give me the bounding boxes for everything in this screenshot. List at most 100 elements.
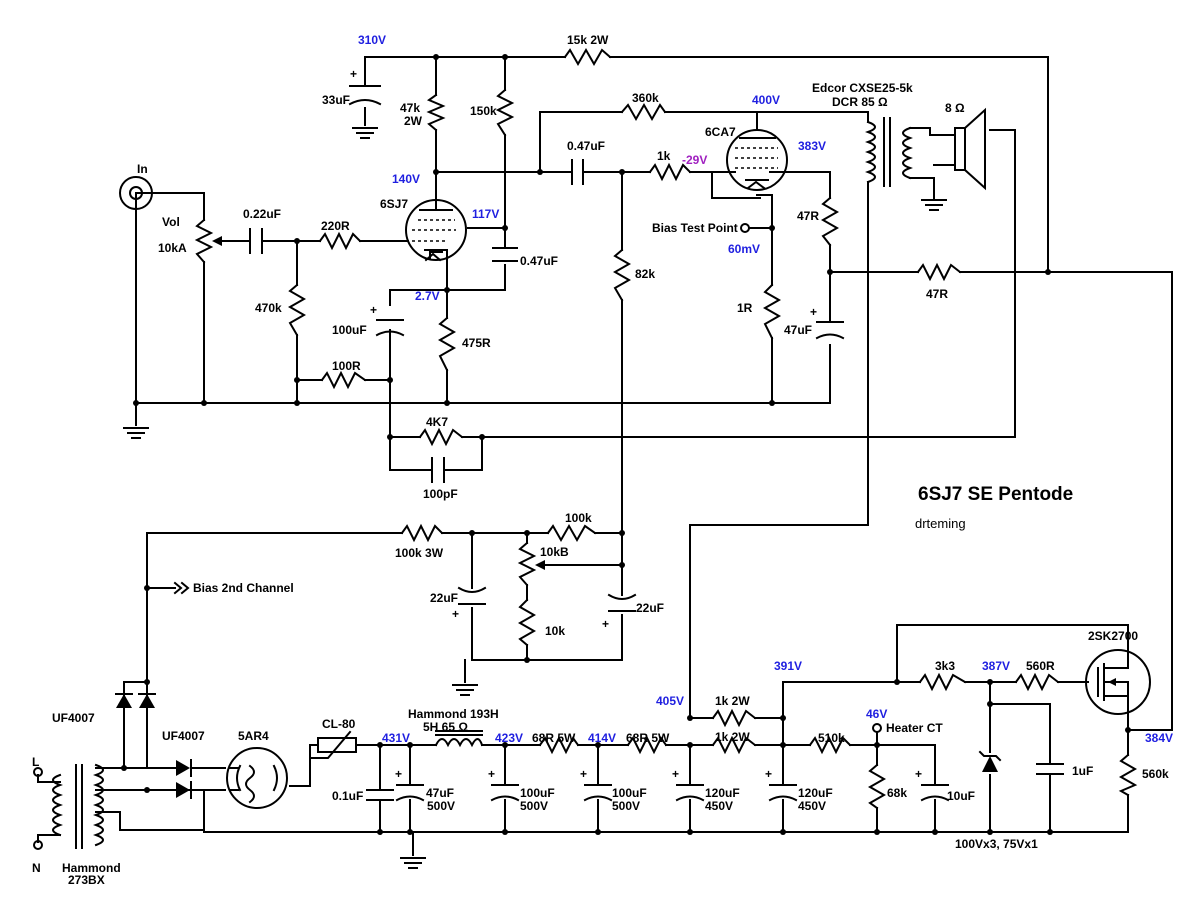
label-68k: 68k bbox=[887, 786, 907, 800]
label-150k: 150k bbox=[470, 104, 497, 118]
label-cl80: CL-80 bbox=[322, 717, 356, 731]
resistor-360k bbox=[620, 102, 667, 122]
speaker bbox=[929, 107, 986, 191]
label-opt-dcr: DCR 85 Ω bbox=[832, 95, 888, 109]
voltage-60mv: 60mV bbox=[728, 242, 760, 256]
label-in: In bbox=[137, 162, 148, 176]
label-047-a: 0.47uF bbox=[567, 139, 605, 153]
label-120uf-b-v: 450V bbox=[798, 799, 826, 813]
label-opt-name: Edcor CXSE25-5k bbox=[812, 81, 913, 95]
label-6ca7: 6CA7 bbox=[705, 125, 736, 139]
label-560r: 560R bbox=[1026, 659, 1055, 673]
input-jack bbox=[119, 176, 153, 210]
resistor-100r bbox=[320, 370, 367, 390]
label-speaker: 8 Ω bbox=[945, 101, 965, 115]
diodes-bias bbox=[115, 693, 192, 799]
label-zener: 100Vx3, 75Vx1 bbox=[955, 837, 1038, 851]
label-choke-spec: 5H 65 Ω bbox=[423, 720, 468, 734]
label-68r-b: 68R 5W bbox=[626, 731, 670, 745]
voltage-400: 400V bbox=[752, 93, 780, 107]
wires-output bbox=[689, 111, 1173, 731]
voltage-117: 117V bbox=[472, 207, 499, 221]
voltage-405: 405V bbox=[656, 694, 684, 708]
label-22uf-b: 22uF bbox=[636, 601, 664, 615]
voltage-140: 140V bbox=[392, 172, 420, 186]
label-510k: 510k bbox=[818, 731, 845, 745]
resistor-1k bbox=[648, 162, 692, 182]
label-100pf: 100pF bbox=[423, 487, 458, 501]
label-1uf: 1uF bbox=[1072, 764, 1093, 778]
label-10kb: 10kB bbox=[540, 545, 569, 559]
label-heater-ct: Heater CT bbox=[886, 721, 943, 735]
tube-6sj7 bbox=[405, 197, 467, 262]
label-560k: 560k bbox=[1142, 767, 1169, 781]
label-220r: 220R bbox=[321, 219, 350, 233]
label-82k: 82k bbox=[635, 267, 655, 281]
resistor-82k bbox=[612, 248, 632, 302]
svg-text:+: + bbox=[395, 767, 402, 781]
pot-vol bbox=[194, 218, 214, 264]
label-01uf: 0.1uF bbox=[332, 789, 363, 803]
label-100uf-b: 100uF bbox=[612, 786, 647, 800]
label-100k3w: 100k 3W bbox=[395, 546, 444, 560]
zener bbox=[978, 750, 1002, 772]
tube-6ca7 bbox=[726, 129, 788, 191]
resistor-475r bbox=[437, 316, 457, 372]
label-10k: 10k bbox=[545, 624, 565, 638]
label-ptx-name: Hammond bbox=[62, 861, 121, 875]
power-transformer bbox=[33, 763, 104, 850]
label-47r-a: 47R bbox=[797, 209, 819, 223]
resistors bbox=[194, 47, 1138, 810]
label-1k: 1k bbox=[657, 149, 671, 163]
resistor-10k bbox=[517, 598, 537, 647]
label-10uf: 10uF bbox=[947, 789, 975, 803]
svg-text:+: + bbox=[602, 617, 609, 631]
label-100uf: 100uF bbox=[332, 323, 367, 337]
resistor-1k2w-b bbox=[711, 735, 757, 755]
svg-text:+: + bbox=[580, 767, 587, 781]
label-33uf: 33uF bbox=[322, 93, 350, 107]
mosfet-2sk2700 bbox=[1085, 649, 1151, 715]
label-360k: 360k bbox=[632, 91, 659, 105]
resistor-15k bbox=[563, 47, 612, 67]
label-3k3: 3k3 bbox=[935, 659, 955, 673]
resistor-47r-a bbox=[820, 196, 840, 247]
resistor-3k3 bbox=[918, 672, 967, 692]
bias-2nd-arrow bbox=[173, 581, 190, 595]
label-47k: 47k bbox=[400, 101, 420, 115]
resistor-470k bbox=[287, 283, 307, 337]
label-4k7: 4K7 bbox=[426, 415, 448, 429]
resistor-1r bbox=[762, 283, 782, 340]
label-47k-watt: 2W bbox=[404, 114, 423, 128]
resistor-47k bbox=[426, 93, 446, 132]
label-68r-a: 68R 5W bbox=[532, 731, 576, 745]
label-bias-2nd: Bias 2nd Channel bbox=[193, 581, 294, 595]
resistor-68k bbox=[867, 763, 887, 810]
label-vol-value: 10kA bbox=[158, 241, 187, 255]
voltage-310: 310V bbox=[358, 33, 386, 47]
label-120uf-a-v: 450V bbox=[705, 799, 733, 813]
voltage-46: 46V bbox=[866, 707, 887, 721]
resistor-68r-a bbox=[538, 735, 580, 755]
label-470k: 470k bbox=[255, 301, 282, 315]
svg-text:+: + bbox=[488, 767, 495, 781]
resistor-560k bbox=[1118, 753, 1138, 797]
voltage-2-7: 2.7V bbox=[415, 289, 440, 303]
diagram-title: 6SJ7 SE Pentode bbox=[918, 484, 1073, 505]
label-uf4007-a: UF4007 bbox=[52, 711, 95, 725]
label-ptx-model: 273BX bbox=[68, 873, 105, 887]
junctions bbox=[121, 54, 1131, 835]
label-100uf-a: 100uF bbox=[520, 786, 555, 800]
label-47uf: 47uF bbox=[784, 323, 812, 337]
thermistor-cl80 bbox=[311, 730, 357, 759]
resistor-510k bbox=[808, 735, 852, 755]
resistor-4k7 bbox=[418, 427, 464, 447]
resistor-150k bbox=[495, 88, 515, 137]
author: drteming bbox=[915, 516, 966, 531]
resistor-220r bbox=[318, 231, 362, 251]
capacitors: + + + + + + + bbox=[249, 67, 1064, 802]
label-1r: 1R bbox=[737, 301, 753, 315]
label-22uf-a: 22uF bbox=[430, 591, 458, 605]
svg-text:+: + bbox=[810, 305, 817, 319]
voltage-391: 391V bbox=[774, 659, 802, 673]
